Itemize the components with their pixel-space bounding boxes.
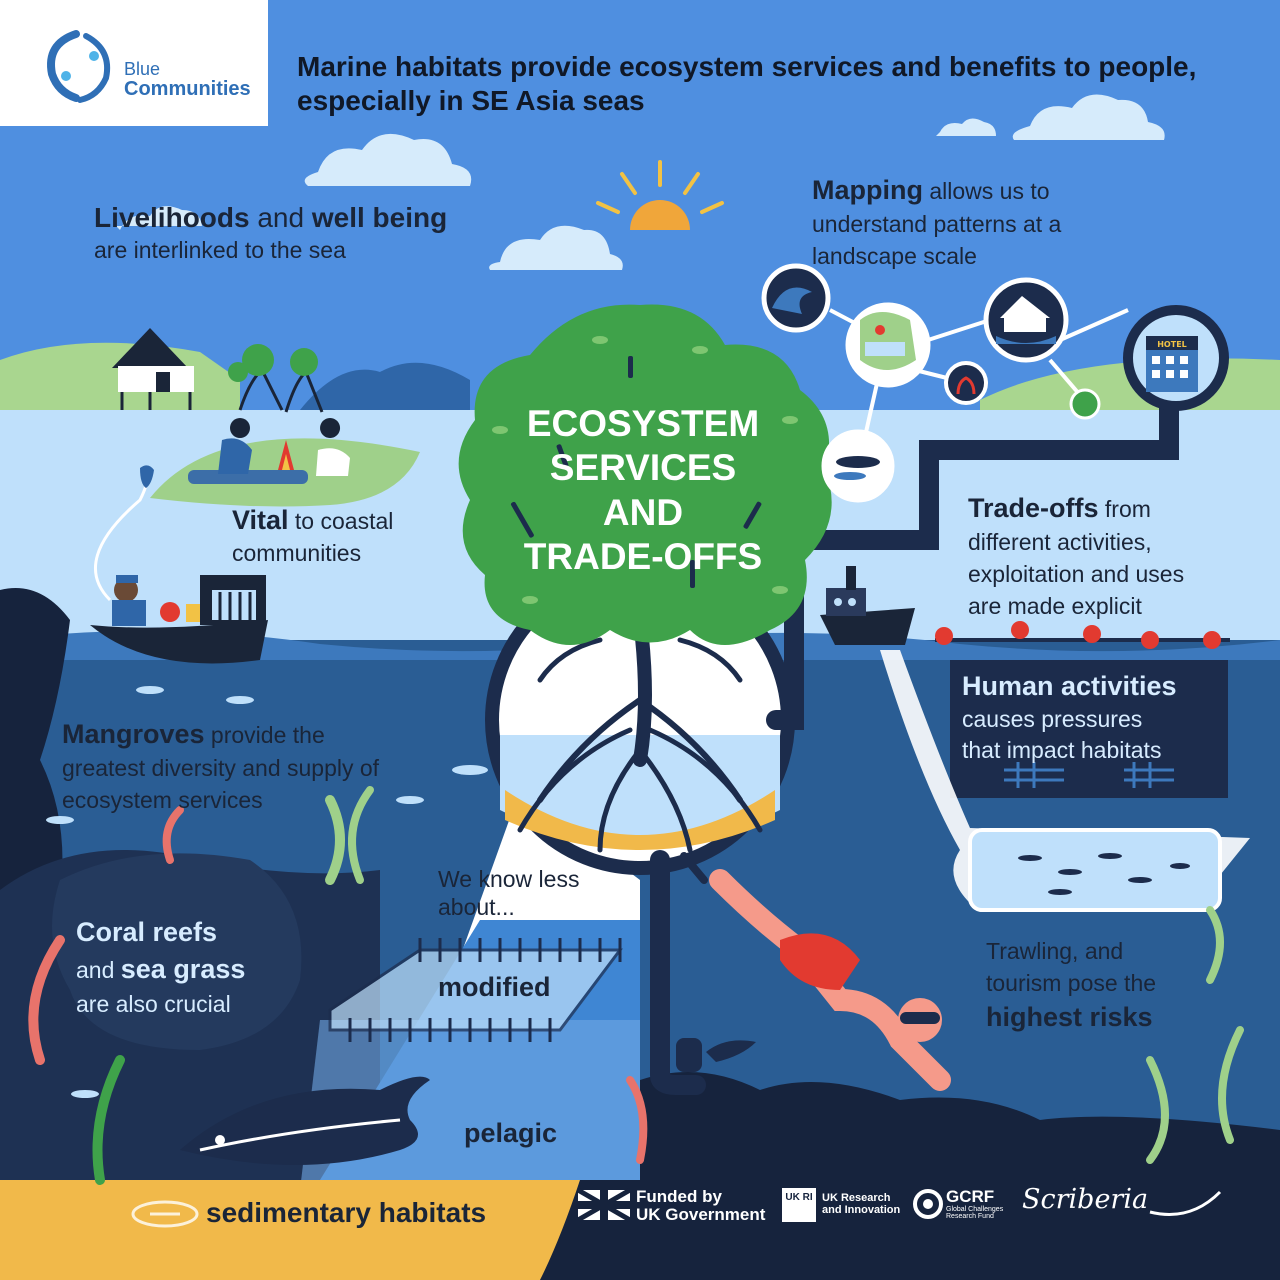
vital-bold: Vital [232,505,289,535]
gcrf-subtitle: Global Challenges Research Fund [946,1206,1003,1221]
ukri-label: UK Research and Innovation [822,1192,901,1216]
scriberia-label: Scriberia [1022,1184,1149,1215]
ukri-mark: UK RI [785,1192,813,1203]
hotel-sign-label: HOTEL [1157,340,1187,349]
house-map-icon [983,277,1069,363]
mapping-rest2: understand patterns at a [812,211,1062,238]
sun-icon [596,160,724,230]
pen-icon [1149,1190,1222,1216]
tradeoffs-rest2: different activities, [968,529,1152,556]
trawling-bold: highest risks [986,1002,1153,1033]
mapping-text: Mapping allows us to understand patterns… [812,172,1061,273]
ukri-line2: and Innovation [822,1203,901,1216]
know-less-line2: about... [438,893,515,920]
coral-and: and [76,957,121,984]
center-title-line2: SERVICES [549,447,737,489]
trawling-line1: Trawling, and [986,938,1124,964]
fishing-boat-icon [90,465,268,664]
mangroves-rest2: greatest diversity and supply of [62,755,380,782]
mangrove-tree [485,370,1179,1095]
coral-bold1: Coral reefs [76,917,218,947]
seagrass-map-icon [1069,388,1101,420]
mangroves-rest3: ecosystem services [62,786,263,813]
union-flag-icon [576,1187,632,1223]
know-less-text: We know less about... [438,866,579,921]
trawl-net-icon [880,650,1250,912]
human-activities-text: Human activities causes pressures that i… [962,668,1177,767]
logo-line1: Blue [124,59,161,79]
gcrf-sub2: Research Fund [946,1213,994,1221]
uk-gov-line2: UK Government [636,1204,766,1224]
center-title-line3: AND [602,491,684,533]
fish-map-icon [821,429,895,503]
small-fish [46,686,488,1098]
mapping-rest1: allows us to [922,178,1050,204]
coral-map-icon [944,361,988,405]
tradeoffs-bold: Trade-offs [968,493,1099,523]
tradeoffs-rest1: from [1098,496,1151,522]
center-title: ECOSYSTEM SERVICES AND TRADE-OFFS [478,402,808,580]
tradeoffs-rest3: exploitation and uses [968,560,1185,587]
center-title-line4: TRADE-OFFS [523,536,763,578]
know-less-line1: We know less [438,866,580,892]
logo-line2: Communities [124,77,251,100]
coral-bold2: sea grass [120,954,246,985]
mapping-bold: Mapping [812,175,923,205]
human-rest1: causes pressures [962,706,1143,733]
uk-gov-line1: Funded by [636,1187,722,1206]
sedimentary-label: sedimentary habitats [206,1197,487,1228]
livelihoods-mid: and [249,202,312,233]
logo-panel: Blue Communities [0,0,268,126]
mapping-rest3: landscape scale [812,242,977,269]
modified-label: modified [438,972,551,1002]
stilt-house-icon [112,328,194,410]
hotel-map-icon [1123,305,1229,411]
human-activities-panel [935,621,1230,798]
coral-text: Coral reefs and sea grass are also cruci… [76,914,245,1020]
tree-canopy [458,304,832,645]
fish-pen-icon [328,938,623,1042]
vital-rest2: communities [232,540,362,567]
mangroves-text: Mangroves provide the greatest diversity… [62,716,379,817]
tradeoffs-text: Trade-offs from different activities, ex… [968,490,1184,622]
pelagic-label: pelagic [464,1118,558,1148]
gcrf-label: GCRF [946,1187,995,1206]
livelihoods-heading: Livelihoods and well being [94,202,447,233]
vital-rest1: to coastal [288,508,394,534]
center-title-line1: ECOSYSTEM [526,403,760,444]
land-map-icon [845,302,931,388]
coral-rest: are also crucial [76,990,231,1017]
livelihoods-bold1: Livelihoods [94,202,250,233]
mangroves-bold: Mangroves [62,719,205,749]
tradeoffs-rest4: are made explicit [968,592,1142,619]
uk-gov-label: Funded by UK Government [636,1188,765,1224]
human-bold: Human activities [962,671,1177,701]
human-rest2: that impact habitats [962,737,1162,764]
gcrf-logo-icon [913,1189,943,1219]
clouds [116,94,1165,270]
beach-people-icon [188,418,350,484]
vital-text: Vital to coastal communities [232,502,393,569]
snorkeller-icon [680,852,951,1091]
mangroves-rest1: provide the [204,722,325,748]
livelihoods-bold2: well being [311,202,448,233]
ukri-logo-icon [782,1188,816,1222]
ukri-line1: UK Research [822,1192,891,1204]
seaweed [28,786,1244,1185]
trawler-ship-icon [820,566,915,645]
blue-communities-logo-icon [47,30,110,103]
gcrf-sub1: Global Challenges [946,1206,1004,1213]
tuna-fish-icon [180,1076,430,1165]
trawling-line2: tourism pose the [986,969,1157,996]
trawling-text: Trawling, and tourism pose the highest r… [986,936,1156,1037]
wave-map-icon [761,263,831,333]
logo-wordmark: Blue Communities [124,60,251,100]
page-title: Marine habitats provide ecosystem servic… [297,51,1197,117]
livelihoods-body: are interlinked to the sea [94,237,346,263]
